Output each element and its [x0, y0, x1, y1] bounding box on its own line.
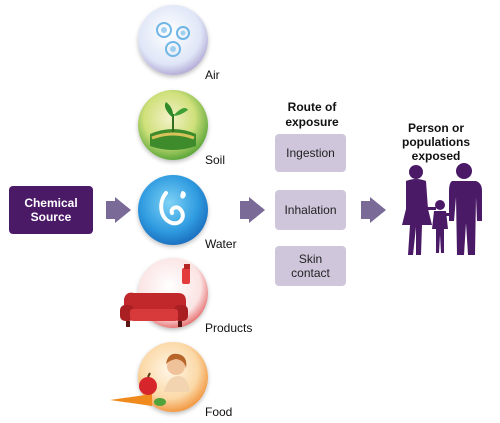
exposed-title: Person or populations exposed: [392, 121, 480, 163]
carrot-apple-icon: [110, 372, 166, 406]
red-couch-icon: [120, 292, 188, 327]
media-label-soil: Soil: [205, 153, 226, 167]
source-label-line1: Chemical: [24, 196, 78, 210]
media-label-food: Food: [205, 405, 233, 419]
exposed-title-line2: populations: [402, 135, 470, 149]
route-box-ingestion: Ingestion: [275, 134, 346, 172]
water-wave-icon: [159, 191, 186, 226]
route-box-skin-contact: Skin contact: [275, 246, 346, 286]
arrow-right-icon: [106, 197, 131, 223]
route-box-skin-contact-label: Skin contact: [291, 252, 330, 280]
chemical-source-box: Chemical Source: [9, 186, 93, 234]
route-title-line1: Route of: [287, 100, 337, 114]
route-title-line2: exposure: [285, 115, 339, 129]
air-icon: [138, 5, 208, 75]
exposed-title-line1: Person or: [407, 121, 464, 135]
route-box-inhalation: Inhalation: [275, 190, 346, 230]
arrow-right-icon: [240, 197, 265, 223]
air-particles-icon: [156, 22, 190, 57]
media-label-air: Air: [205, 68, 220, 82]
soil-icon: [138, 90, 208, 160]
sprout-icon: [150, 102, 196, 150]
couch-spray-icon: [182, 264, 190, 284]
source-label-line2: Source: [30, 210, 72, 224]
water-icon: [138, 175, 208, 245]
family-silhouette-icon: [402, 163, 482, 255]
person-eating-icon: [164, 353, 190, 392]
arrow-right-icon: [361, 197, 386, 223]
media-label-water: Water: [205, 237, 237, 251]
exposed-title-line3: exposed: [411, 149, 461, 163]
route-title: Route of exposure: [272, 100, 352, 130]
media-label-products: Products: [205, 321, 253, 335]
